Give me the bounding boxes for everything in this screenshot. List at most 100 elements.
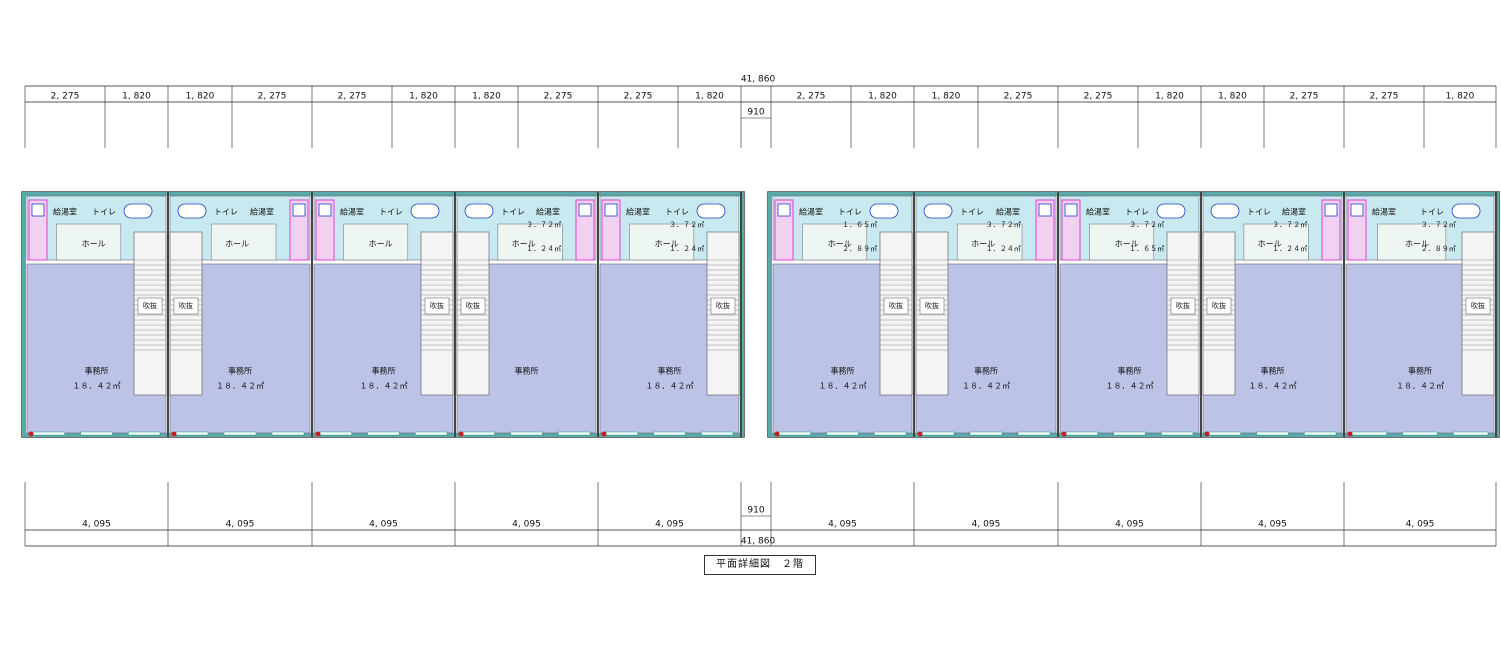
top-dim-label: 1, 820 xyxy=(1155,92,1184,102)
top-dim-label: 1, 820 xyxy=(695,92,724,102)
void-box xyxy=(173,297,199,315)
kyuto-room-label: 給湯室 xyxy=(340,207,364,217)
column-marker xyxy=(171,431,177,437)
small-area-label: ３．７２㎡ xyxy=(1129,221,1164,229)
stair: 吹抜 xyxy=(915,231,949,396)
window xyxy=(462,431,495,436)
toilet-fixture xyxy=(923,203,953,219)
hall-room-label: ホール xyxy=(828,240,852,249)
toilet-fixture xyxy=(1451,203,1481,219)
toilet-room-label: トイレ xyxy=(838,208,862,217)
toilet-room-label: トイレ xyxy=(214,208,238,217)
hall-room-label: ホール xyxy=(82,240,106,249)
small-area-label: ２．８９㎡ xyxy=(842,245,877,253)
office-area-label: １８．４２㎡ xyxy=(1106,382,1154,391)
column-marker xyxy=(315,431,321,437)
window xyxy=(175,431,209,436)
office-area-label: １８．４２㎡ xyxy=(360,382,408,391)
wall-band-left xyxy=(22,192,26,437)
office-room-label: 事務所 xyxy=(515,366,539,376)
small-area-label: １．２４㎡ xyxy=(669,245,704,253)
sink-basin xyxy=(1350,203,1364,217)
window xyxy=(1065,431,1098,436)
toilet-room-label: トイレ xyxy=(1247,208,1271,217)
dimension-lines: 41, 860 2, 275 1, 820 1, 820 2, 275 2, 275 1, … xyxy=(24,75,1497,547)
window xyxy=(1208,431,1241,436)
toilet-room-label: トイレ xyxy=(665,208,689,217)
kyuto-room-label: 給湯室 xyxy=(996,207,1020,217)
window xyxy=(1161,431,1194,436)
window xyxy=(128,431,161,436)
wall-band-top xyxy=(22,192,744,196)
window xyxy=(921,431,955,436)
void-label: 吹抜 xyxy=(179,301,193,310)
top-dim-label: 2, 275 xyxy=(544,92,573,102)
window xyxy=(605,431,638,436)
column-marker xyxy=(28,431,34,437)
window xyxy=(1304,431,1337,436)
gap-dim-label-top: 910 xyxy=(747,108,764,118)
toilet-fixture xyxy=(869,203,899,219)
void-box xyxy=(460,297,486,315)
bottom-dim-label: 4, 095 xyxy=(1406,520,1435,530)
top-dim-label: 2, 275 xyxy=(258,92,287,102)
hall-room-label: ホール xyxy=(655,240,679,249)
bottom-dim-label: 4, 095 xyxy=(1115,520,1144,530)
column-marker xyxy=(1061,431,1067,437)
top-dim-label: 1, 820 xyxy=(932,92,961,102)
toilet-fixture xyxy=(1210,203,1240,219)
stair: 吹抜 xyxy=(133,231,167,396)
stair: 吹抜 xyxy=(706,231,740,396)
column-marker xyxy=(917,431,923,437)
office-room-label: 事務所 xyxy=(1261,366,1285,376)
window xyxy=(1351,431,1387,436)
hall-room-label: ホール xyxy=(971,240,995,249)
toilet-fixture xyxy=(696,203,726,219)
window xyxy=(1113,431,1146,436)
total-dim-label-bottom: 41, 860 xyxy=(741,537,776,547)
top-dim-label: 2, 275 xyxy=(797,92,826,102)
void-box xyxy=(710,297,736,315)
void-box xyxy=(424,297,450,315)
hall-room xyxy=(343,223,409,261)
sink-basin xyxy=(31,203,45,217)
window xyxy=(1453,431,1489,436)
wall-band-top xyxy=(768,192,1499,196)
office-room-label: 事務所 xyxy=(1118,366,1142,376)
total-dim-label-top: 41, 860 xyxy=(741,75,776,85)
sink-basin xyxy=(292,203,306,217)
void-box xyxy=(137,297,163,315)
office-room-label: 事務所 xyxy=(974,366,998,376)
window xyxy=(510,431,543,436)
block-right: 吹抜給湯室トイレホール１．６５㎡２．８９㎡事務所１８．４２㎡吹抜給湯室トイレホー… xyxy=(767,191,1500,438)
void-box xyxy=(1170,297,1196,315)
window xyxy=(1256,431,1289,436)
bottom-dim-label: 4, 095 xyxy=(369,520,398,530)
small-area-label: ３．７２㎡ xyxy=(526,221,561,229)
toilet-fixture xyxy=(464,203,494,219)
office-area-label: １８．４２㎡ xyxy=(1396,382,1444,391)
hall-room xyxy=(56,223,122,261)
top-dim-label: 1, 820 xyxy=(1218,92,1247,102)
office-area-label: １８．４２㎡ xyxy=(216,382,264,391)
stair: 吹抜 xyxy=(1166,231,1200,396)
top-dim-label: 2, 275 xyxy=(1084,92,1113,102)
office-unit: 吹抜給湯室トイレホール３．７２㎡１．２４㎡事務所１８．４２㎡ xyxy=(599,192,742,437)
top-dim-label: 1, 820 xyxy=(122,92,151,102)
window xyxy=(653,431,686,436)
window xyxy=(415,431,448,436)
hall-room-label: ホール xyxy=(1258,240,1282,249)
office-room-label: 事務所 xyxy=(1408,366,1432,376)
stair: 吹抜 xyxy=(169,231,203,396)
toilet-room-label: トイレ xyxy=(92,208,116,217)
sink-basin xyxy=(1064,203,1078,217)
top-dim-label: 1, 820 xyxy=(409,92,438,102)
kyuto-room-label: 給湯室 xyxy=(626,207,650,217)
wall-band-left xyxy=(768,192,772,437)
top-dim-label: 2, 275 xyxy=(338,92,367,102)
hall-room-label: ホール xyxy=(225,240,249,249)
hall-room xyxy=(802,223,868,261)
